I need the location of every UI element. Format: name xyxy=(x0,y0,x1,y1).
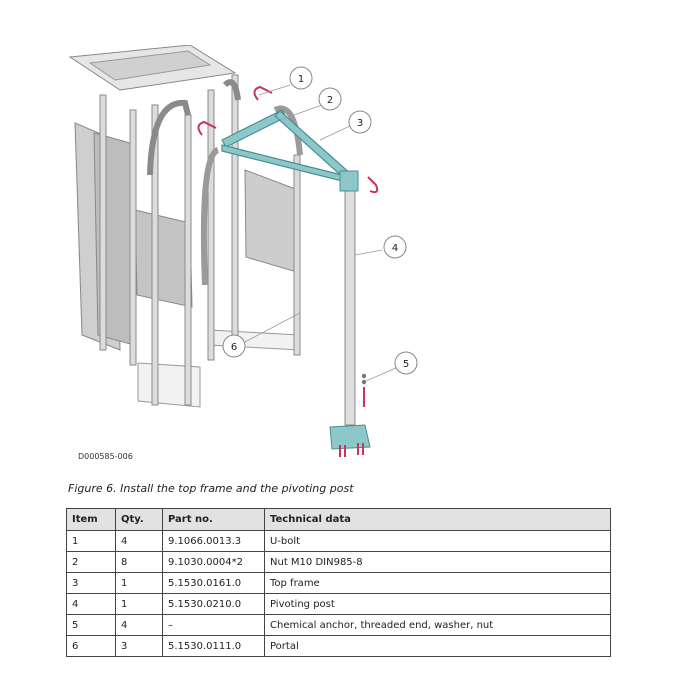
cell-technical-data: Chemical anchor, threaded end, washer, n… xyxy=(264,614,611,636)
callout-1: 1 xyxy=(289,66,313,90)
cell-item: 5 xyxy=(66,614,116,636)
cell-part-no: 5.1530.0210.0 xyxy=(162,593,265,615)
post-base-plate xyxy=(329,424,371,450)
header-qty: Qty. xyxy=(115,508,163,531)
table-row: 2 8 9.1030.0004*2 Nut M10 DIN985-8 xyxy=(66,551,611,573)
top-frame xyxy=(221,109,353,184)
callout-5: 5 xyxy=(394,351,418,375)
cell-qty: 4 xyxy=(115,614,163,636)
cell-qty: 1 xyxy=(115,572,163,594)
parts-table: Item Qty. Part no. Technical data 1 4 9.… xyxy=(66,508,611,657)
cell-part-no: 5.1530.0111.0 xyxy=(162,635,265,657)
header-part-no: Part no. xyxy=(162,508,265,531)
callout-5-label: 5 xyxy=(403,359,409,370)
cell-qty: 4 xyxy=(115,530,163,552)
table-row: 1 4 9.1066.0013.3 U-bolt xyxy=(66,530,611,552)
callout-2-label: 2 xyxy=(327,95,333,106)
table-row: 6 3 5.1530.0111.0 Portal xyxy=(66,635,611,657)
center-panel xyxy=(134,209,193,308)
portal-uprights xyxy=(99,74,301,406)
cell-technical-data: U-bolt xyxy=(264,530,611,552)
installation-figure: 1 2 3 4 5 6 xyxy=(60,44,450,470)
arch-right-outer xyxy=(273,105,303,156)
table-row: 3 1 5.1530.0161.0 Top frame xyxy=(66,572,611,594)
callout-leaders xyxy=(242,84,399,382)
callout-4-label: 4 xyxy=(392,243,398,254)
cell-part-no: 5.1530.0161.0 xyxy=(162,572,265,594)
pivoting-post xyxy=(344,184,356,426)
cell-qty: 3 xyxy=(115,635,163,657)
callout-1-label: 1 xyxy=(298,74,304,85)
table-row: 5 4 – Chemical anchor, threaded end, was… xyxy=(66,614,611,636)
right-panel xyxy=(244,169,301,274)
callout-6-label: 6 xyxy=(231,342,237,353)
callout-3: 3 xyxy=(348,110,372,134)
u-bolts xyxy=(197,85,379,457)
cell-technical-data: Nut M10 DIN985-8 xyxy=(264,551,611,573)
callout-4: 4 xyxy=(383,235,407,259)
cell-part-no: – xyxy=(162,614,265,636)
cell-technical-data: Pivoting post xyxy=(264,593,611,615)
anchor-bolt xyxy=(361,373,367,407)
table-row: 4 1 5.1530.0210.0 Pivoting post xyxy=(66,593,611,615)
drawing-id: D000585-006 xyxy=(78,452,133,461)
cell-item: 4 xyxy=(66,593,116,615)
cell-item: 3 xyxy=(66,572,116,594)
cell-item: 2 xyxy=(66,551,116,573)
figure-caption: Figure 6. Install the top frame and the … xyxy=(68,482,354,495)
callout-2: 2 xyxy=(318,87,342,111)
cell-item: 1 xyxy=(66,530,116,552)
cell-part-no: 9.1030.0004*2 xyxy=(162,551,265,573)
arch-right xyxy=(222,79,241,101)
arch-left xyxy=(147,99,191,176)
cell-part-no: 9.1066.0013.3 xyxy=(162,530,265,552)
header-item: Item xyxy=(66,508,116,531)
callout-3-label: 3 xyxy=(357,118,363,129)
cell-technical-data: Top frame xyxy=(264,572,611,594)
cell-item: 6 xyxy=(66,635,116,657)
cell-qty: 8 xyxy=(115,551,163,573)
header-technical-data: Technical data xyxy=(264,508,611,531)
post-top-bracket xyxy=(339,170,359,192)
arch-mid xyxy=(200,147,220,286)
assembly-drawing: 1 2 3 4 5 6 xyxy=(68,44,418,457)
table-header-row: Item Qty. Part no. Technical data xyxy=(66,508,611,531)
cell-technical-data: Portal xyxy=(264,635,611,657)
callout-6: 6 xyxy=(222,334,246,358)
cell-qty: 1 xyxy=(115,593,163,615)
top-rail-detail xyxy=(88,50,212,81)
